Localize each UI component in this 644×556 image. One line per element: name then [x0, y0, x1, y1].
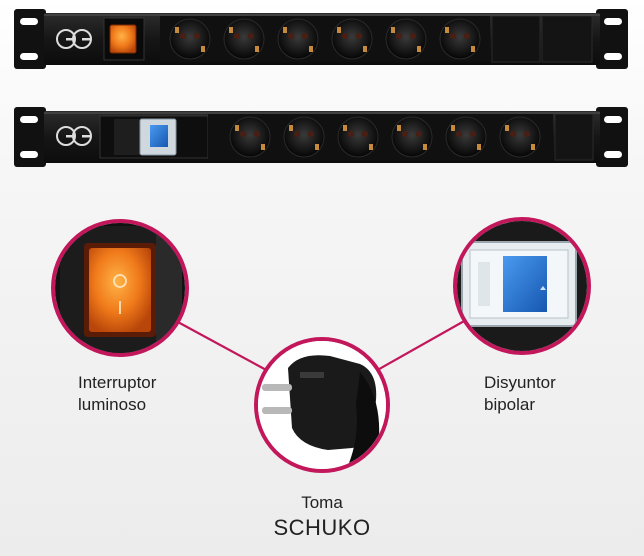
plug-callout: [254, 337, 390, 473]
plug-caption-line2: SCHUKO: [273, 515, 371, 540]
illuminated-switch-small: [109, 24, 137, 54]
pdu-strip-switch: [14, 9, 628, 69]
schuko-plug: [288, 355, 377, 450]
plug-caption-line1: Toma: [301, 493, 343, 512]
brand-logo-2: [56, 126, 92, 146]
breaker-caption-line2: bipolar: [484, 395, 536, 414]
switch-callout: [51, 219, 189, 357]
illuminated-switch: [89, 248, 151, 332]
switch-caption-line2: luminoso: [78, 395, 147, 414]
socket-row: [160, 16, 490, 62]
switch-caption: Interruptor luminoso: [78, 372, 156, 416]
breaker-caption: Disyuntor bipolar: [484, 372, 556, 416]
switch-caption-line1: Interruptor: [78, 373, 157, 392]
brand-logo: [56, 29, 92, 49]
breaker-toggle: [503, 256, 547, 312]
pdu-strip-breaker: [14, 107, 628, 167]
breaker-callout: [453, 217, 591, 355]
callout-connectors: [175, 319, 467, 373]
breaker-caption-line1: Disyuntor: [484, 373, 556, 392]
plug-caption: Toma SCHUKO: [262, 492, 382, 542]
